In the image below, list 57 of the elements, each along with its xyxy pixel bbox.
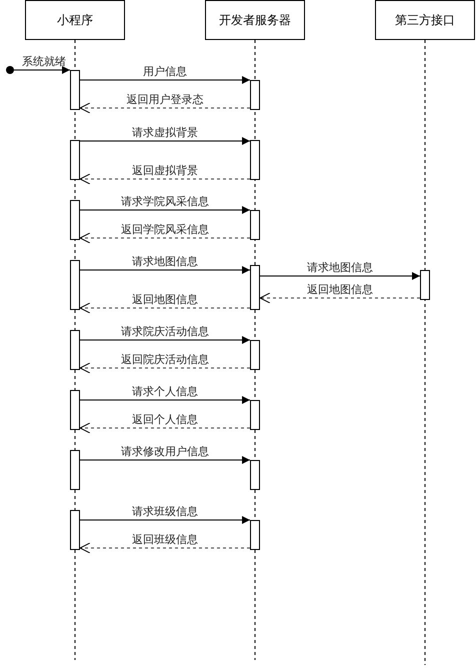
activation-bar — [70, 70, 80, 110]
return-arrow — [80, 102, 250, 114]
return-arrow — [80, 302, 250, 314]
message-arrow — [80, 206, 250, 214]
activation-bar — [70, 330, 80, 370]
return-arrow — [260, 292, 420, 304]
message-label: 返回院庆活动信息 — [121, 353, 209, 366]
activation-bar — [250, 210, 260, 240]
activation-bar — [250, 400, 260, 430]
message-label: 请求个人信息 — [132, 385, 198, 398]
message-label: 用户信息 — [143, 65, 187, 78]
activation-bar — [70, 200, 80, 240]
message-label: 返回个人信息 — [132, 413, 198, 426]
return-arrow — [80, 232, 250, 244]
message-arrow — [80, 76, 250, 84]
start-dot — [6, 66, 14, 74]
message-arrow — [80, 516, 250, 524]
activation-bar — [250, 265, 260, 310]
message-label: 系统就绪 — [22, 55, 66, 68]
message-arrow — [80, 336, 250, 344]
activation-bar — [70, 390, 80, 430]
message-arrow — [80, 456, 250, 464]
activation-bar — [420, 270, 430, 300]
participant-box: 小程序 — [25, 0, 125, 40]
participant-box: 开发者服务器 — [205, 0, 305, 40]
message-label: 返回学院风采信息 — [121, 223, 209, 236]
message-arrow — [80, 137, 250, 145]
return-arrow — [80, 174, 250, 184]
activation-bar — [250, 140, 260, 180]
message-label: 请求修改用户信息 — [121, 445, 209, 458]
message-label: 请求虚拟背景 — [132, 126, 198, 139]
message-label: 请求学院风采信息 — [121, 195, 209, 208]
return-arrow — [80, 422, 250, 434]
activation-bar — [70, 140, 80, 180]
participant-box: 第三方接口 — [375, 0, 475, 40]
message-label: 返回地图信息 — [307, 283, 373, 296]
message-label: 返回班级信息 — [132, 533, 198, 546]
message-arrow — [80, 266, 250, 274]
activation-bar — [250, 80, 260, 110]
activation-bar — [70, 260, 80, 310]
message-label: 返回地图信息 — [132, 293, 198, 306]
return-arrow — [80, 542, 250, 554]
message-label: 请求班级信息 — [132, 505, 198, 518]
return-arrow — [80, 362, 250, 374]
activation-bar — [70, 510, 80, 550]
activation-bar — [250, 520, 260, 550]
message-label: 请求地图信息 — [307, 261, 373, 274]
message-arrow — [80, 396, 250, 404]
message-label: 返回虚拟背景 — [132, 164, 198, 177]
message-arrow — [14, 66, 70, 74]
message-label: 请求地图信息 — [132, 255, 198, 268]
message-label: 请求院庆活动信息 — [121, 325, 209, 338]
activation-bar — [70, 450, 80, 490]
message-arrow — [260, 272, 420, 280]
activation-bar — [250, 460, 260, 490]
activation-bar — [250, 340, 260, 370]
message-label: 返回用户登录态 — [126, 93, 204, 106]
